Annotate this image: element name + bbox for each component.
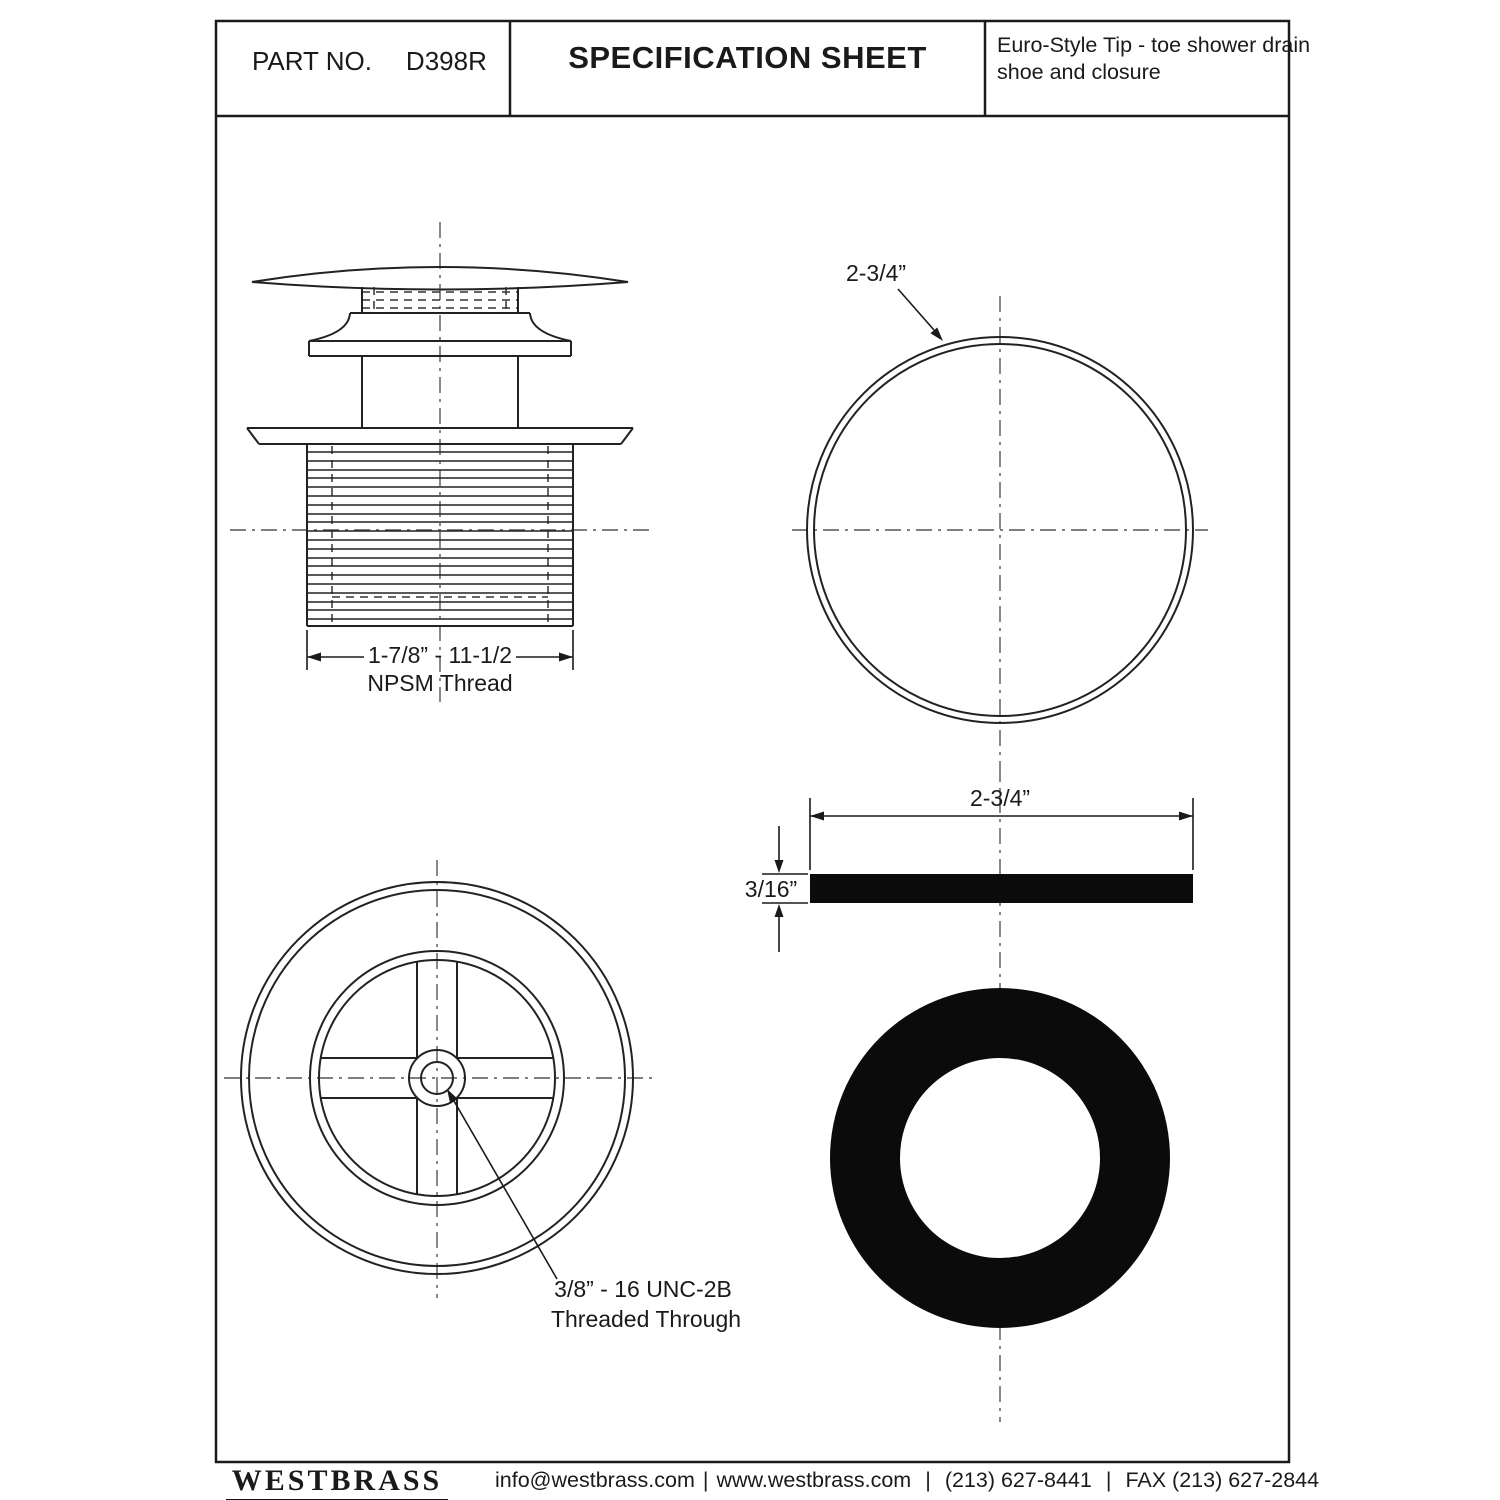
gasket-side-view — [810, 874, 1193, 903]
dim-arrow-right — [1179, 811, 1193, 821]
contact-separator: | — [925, 1468, 931, 1492]
dimension-annotations — [306, 288, 1194, 1280]
gasket-ring-hole — [900, 1058, 1100, 1258]
description-line2: shoe and closure — [997, 60, 1161, 84]
part-number-cell: PART NO. D398R — [252, 46, 487, 77]
dim-arrow-left — [810, 811, 824, 821]
npsm-thread-label: NPSM Thread — [367, 670, 512, 696]
centerlines — [224, 222, 1208, 1422]
contact-separator: | — [1105, 1468, 1112, 1492]
dim-arrow-right — [559, 652, 573, 662]
part-no-label: PART NO. — [252, 46, 372, 76]
product-description: Euro-Style Tip - toe shower drain shoe a… — [997, 32, 1310, 86]
gasket-solid-views — [810, 874, 1193, 1328]
bottom-view-drawing — [240, 881, 634, 1275]
top-view-diameter-dimension: 2-3/4” — [846, 260, 906, 286]
part-number: D398R — [405, 46, 487, 76]
sheet-title: SPECIFICATION SHEET — [568, 40, 927, 75]
dim-arrow-left — [307, 652, 321, 662]
sheet-border — [214, 19, 1291, 1464]
center-thread-note: Threaded Through — [551, 1306, 741, 1332]
contact-fax: FAX (213) 627-2844 — [1125, 1468, 1320, 1492]
contact-separator: | — [702, 1468, 709, 1492]
leader-arrow — [447, 1089, 458, 1104]
thread-lines — [307, 451, 573, 620]
contact-phone: (213) 627-8441 — [944, 1468, 1092, 1492]
center-thread-spec: 3/8” - 16 UNC-2B — [554, 1276, 732, 1302]
top-view-drawing — [806, 336, 1194, 724]
dim-arrow-up — [774, 904, 784, 917]
gasket-thickness-dimension: 3/16” — [745, 876, 797, 902]
brand-name: WESTBRASS — [226, 1464, 448, 1500]
gasket-width-dimension: 2-3/4” — [970, 785, 1030, 811]
westbrass-logo: WESTBRASS Fine Decorative Plumbing Since… — [226, 1464, 448, 1500]
contact-email: info@westbrass.com — [495, 1468, 695, 1492]
hidden-lines — [331, 287, 549, 624]
side-view-drawing — [246, 266, 634, 627]
annotation-texts: 1-7/8” - 11-1/2 NPSM Thread 2-3/4” 2-3/4… — [367, 260, 1030, 1332]
leader-arrow — [930, 327, 943, 341]
contact-info: info@westbrass.com | www.westbrass.com | (21… — [495, 1468, 1319, 1493]
contact-website: www.westbrass.com — [716, 1468, 912, 1492]
center-threaded-hole — [420, 1061, 454, 1095]
drain-cap — [251, 266, 629, 291]
npsm-thread-dimension: 1-7/8” - 11-1/2 — [368, 642, 512, 668]
center-hub — [408, 1049, 466, 1107]
description-line1: Euro-Style Tip - toe shower drain — [997, 33, 1311, 57]
dim-arrow-down — [774, 860, 784, 873]
